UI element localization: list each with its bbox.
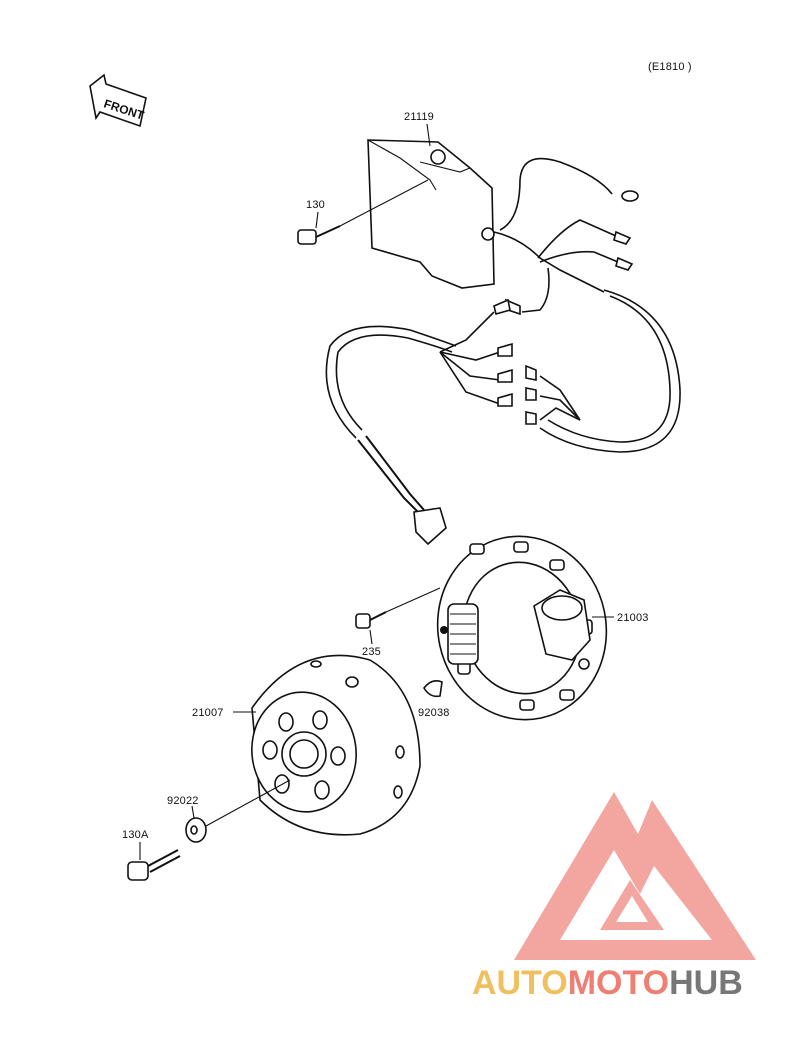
label-bolt-130a: 130A [122, 829, 149, 841]
woodruff-key [423, 680, 443, 698]
screw-235 [355, 587, 441, 629]
watermark-hub: HUB [669, 964, 743, 1002]
label-washer: 92022 [167, 795, 199, 807]
watermark-moto: MOTO [568, 964, 669, 1002]
watermark-auto: AUTO [472, 964, 568, 1002]
label-bolt-130: 130 [306, 199, 325, 211]
front-arrow: FRONT [89, 73, 147, 128]
wiring-harness [325, 157, 681, 546]
watermark-logo [514, 792, 756, 960]
flywheel [251, 654, 421, 836]
bolt-130 [297, 179, 429, 245]
watermark-text: AUTOMOTOHUB [472, 964, 743, 1002]
label-woodruff-key: 92038 [418, 707, 450, 719]
label-cdi-unit: 21119 [404, 111, 434, 123]
label-stator: 21003 [617, 612, 649, 624]
label-flywheel: 21007 [192, 707, 224, 719]
bolt-130a [127, 849, 181, 881]
label-screw-235: 235 [362, 646, 381, 658]
cdi-unit [367, 139, 495, 289]
stator [436, 535, 608, 721]
washer-92022 [185, 779, 291, 843]
diagram-code: (E1810 ) [648, 61, 692, 73]
